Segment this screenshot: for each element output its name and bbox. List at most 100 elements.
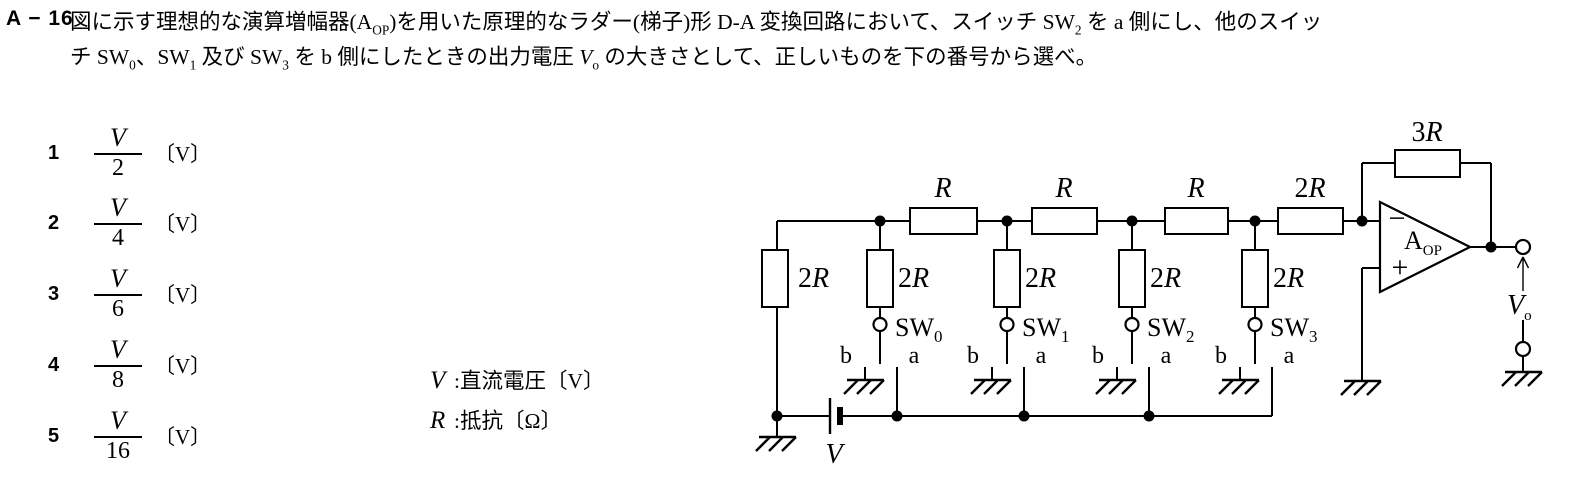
label-2r-branch-3: 2R xyxy=(1273,263,1304,294)
opamp-inverting-sign: − xyxy=(1389,202,1406,235)
choice-row-4: 4 V 8 〔V〕 xyxy=(48,336,211,394)
fraction-denominator: 2 xyxy=(112,155,124,181)
legend-voltage-symbol: V xyxy=(430,367,446,394)
contact-label-a: a xyxy=(1284,343,1295,369)
choice-row-1: 1 V 2 〔V〕 xyxy=(48,124,211,182)
label-r1: R xyxy=(933,173,951,204)
label-3r-feedback: 3R xyxy=(1411,117,1442,148)
switch-pole-circle xyxy=(1247,316,1263,333)
resistor-2r-branch-3 xyxy=(1241,249,1269,308)
resistor-2r-branch-0 xyxy=(866,249,894,308)
resistor-2r-series-4 xyxy=(1277,207,1344,235)
choice-fraction: V 6 xyxy=(94,265,142,323)
opamp-noninverting-sign: + xyxy=(1392,251,1409,284)
switch-sw1: SW1 b a xyxy=(967,313,1070,369)
output-terminal: Vo xyxy=(1507,238,1532,358)
legend-resistance: R :抵抗〔Ω〕 xyxy=(430,404,605,444)
output-terminal-bottom xyxy=(1514,340,1532,358)
opamp-triangle xyxy=(1378,200,1473,294)
choice-number: 4 xyxy=(48,353,60,376)
voltage-source: V xyxy=(825,398,845,470)
fraction-denominator: 6 xyxy=(112,296,124,322)
ground-symbols xyxy=(755,370,1543,452)
ground-icon xyxy=(970,378,1012,395)
legend-voltage-text: :直流電圧〔V〕 xyxy=(454,369,605,393)
choice-row-3: 3 V 6 〔V〕 xyxy=(48,265,211,323)
resistor-2r-branch-2 xyxy=(1118,249,1146,308)
contact-label-b: b xyxy=(967,343,979,369)
contact-label-a: a xyxy=(1161,343,1172,369)
resistor-2r-terminator xyxy=(761,249,789,308)
choice-number: 3 xyxy=(48,282,60,305)
switch-label-sw1: SW1 xyxy=(1022,313,1070,346)
ground-icon xyxy=(1340,379,1382,396)
switch-label-sw0: SW0 xyxy=(895,313,943,346)
contact-label-a: a xyxy=(1036,343,1047,369)
ground-icon xyxy=(1218,378,1260,395)
fraction-numerator: V xyxy=(94,194,142,225)
choice-number: 5 xyxy=(48,424,60,447)
contact-label-b: b xyxy=(840,343,852,369)
choice-fraction: V 16 xyxy=(94,407,142,465)
choice-unit: 〔V〕 xyxy=(154,354,212,378)
fraction-numerator: V xyxy=(94,265,142,296)
question-line-1: 図に示す理想的な演算増幅器(AOP)を用いた原理的なラダー(梯子)形 D-A 変… xyxy=(70,10,1323,38)
output-terminal-top xyxy=(1514,238,1532,256)
choice-fraction: V 2 xyxy=(94,124,142,182)
opamp: − + AOP xyxy=(1378,200,1473,294)
legend-resistance-symbol: R xyxy=(430,407,446,434)
resistor-labels: R R R 2R 3R 2R 2R 2R 2R 2R xyxy=(798,117,1443,294)
switch-pole-circle xyxy=(999,316,1015,333)
resistor-2r-branch-1 xyxy=(993,249,1021,308)
symbol-legend: V :直流電圧〔V〕 R :抵抗〔Ω〕 xyxy=(430,364,605,444)
choice-fraction: V 8 xyxy=(94,336,142,394)
circuit-diagram: V R R R 2R 3R 2R 2R 2R 2R 2R SW0 b a SW1… xyxy=(755,117,1543,470)
choice-number: 2 xyxy=(48,211,60,234)
switch-pole-circle xyxy=(1124,316,1140,333)
label-2r-branch-2: 2R xyxy=(1150,263,1181,294)
fraction-numerator: V xyxy=(94,407,142,438)
choice-unit: 〔V〕 xyxy=(154,142,212,166)
legend-voltage: V :直流電圧〔V〕 xyxy=(430,364,605,404)
switch-sw0: SW0 b a xyxy=(840,313,943,369)
fraction-denominator: 16 xyxy=(106,438,130,464)
label-r3: R xyxy=(1186,173,1204,204)
resistor-r-series-1 xyxy=(909,207,978,235)
resistor-r-series-3 xyxy=(1164,207,1229,235)
label-2r-series: 2R xyxy=(1294,173,1325,204)
fraction-denominator: 8 xyxy=(112,367,124,393)
switch-pole-circle xyxy=(872,316,888,333)
switch-sw3: SW3 b a xyxy=(1215,313,1318,369)
choice-row-5: 5 V 16 〔V〕 xyxy=(48,407,211,465)
switch-label-sw3: SW3 xyxy=(1270,313,1318,346)
fraction-numerator: V xyxy=(94,336,142,367)
label-2r-branch-0: 2R xyxy=(898,263,929,294)
question-number: A − 16 xyxy=(6,7,74,30)
output-voltage-label: Vo xyxy=(1507,290,1532,324)
contact-label-a: a xyxy=(909,343,920,369)
output-voltage-arrow xyxy=(1516,256,1530,291)
switch-label-sw2: SW2 xyxy=(1147,313,1195,346)
question-line-2: チ SW0、SW1 及び SW3 を b 側にしたときの出力電圧 Vo の大きさ… xyxy=(70,45,1098,73)
ground-icon xyxy=(1095,378,1137,395)
fraction-numerator: V xyxy=(94,124,142,155)
contact-label-b: b xyxy=(1092,343,1104,369)
resistor-boxes xyxy=(761,149,1461,308)
source-voltage-label: V xyxy=(825,439,845,470)
opamp-label: AOP xyxy=(1404,226,1442,259)
choice-fraction: V 4 xyxy=(94,194,142,252)
choice-unit: 〔V〕 xyxy=(154,212,212,236)
legend-resistance-text: :抵抗〔Ω〕 xyxy=(454,409,562,433)
question-text: 図に示す理想的な演算増幅器(AOP)を用いた原理的なラダー(梯子)形 D-A 変… xyxy=(70,5,1585,75)
ground-icon xyxy=(755,435,797,452)
label-r2: R xyxy=(1054,173,1072,204)
ground-icon xyxy=(843,378,885,395)
resistor-3r-feedback xyxy=(1394,149,1461,178)
switch-sw2: SW2 b a xyxy=(1092,313,1195,369)
fraction-denominator: 4 xyxy=(112,225,124,251)
junction-dots xyxy=(771,215,1497,422)
resistor-r-series-2 xyxy=(1031,207,1098,235)
choice-unit: 〔V〕 xyxy=(154,283,212,307)
choice-row-2: 2 V 4 〔V〕 xyxy=(48,194,211,252)
